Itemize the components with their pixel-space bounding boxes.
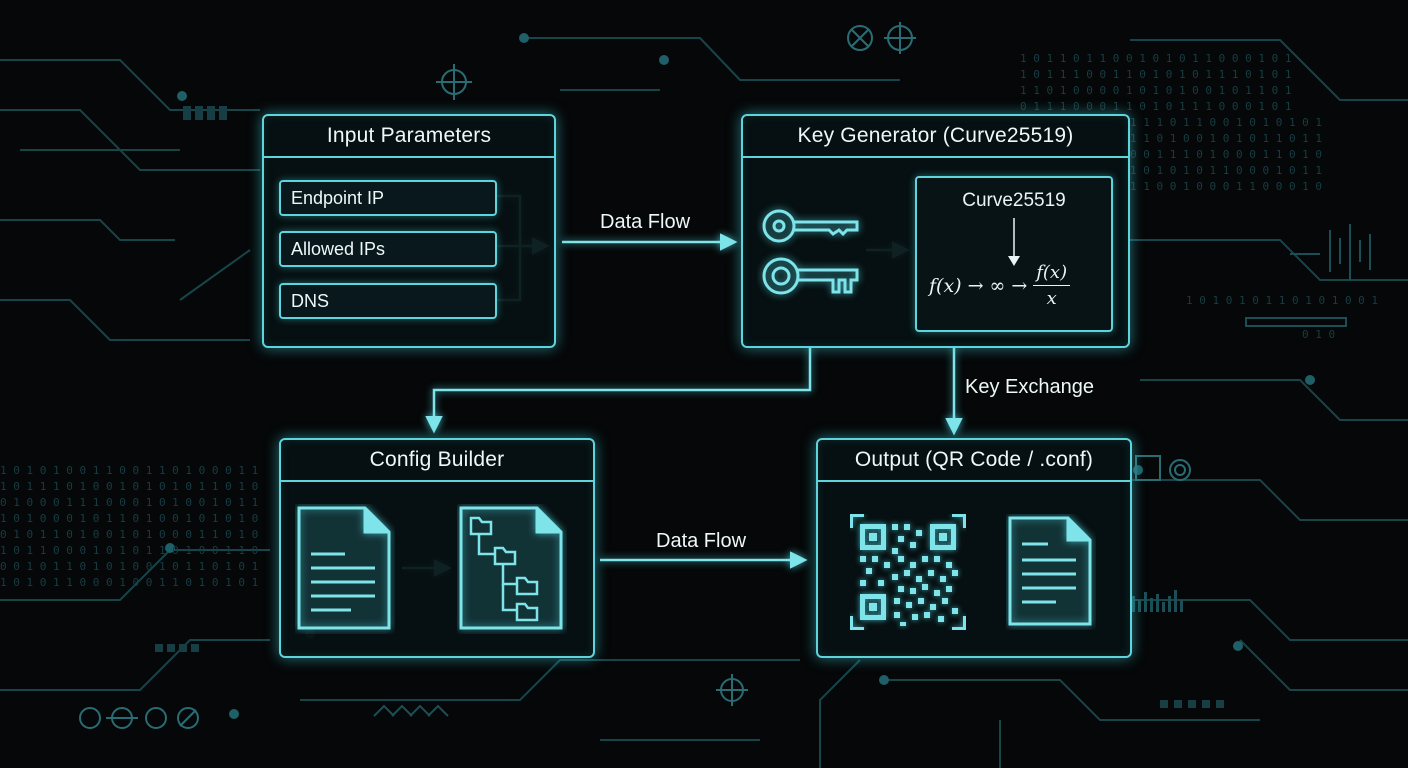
svg-text:1 0 1 0 1 0 1 1 0 1 0 1 0 0 1: 1 0 1 0 1 0 1 1 0 1 0 1 0 0 1 bbox=[1186, 294, 1378, 307]
formula-denominator: x bbox=[1046, 288, 1057, 309]
endpoint-ip-field[interactable]: Endpoint IP bbox=[279, 180, 497, 216]
key-generator-panel: Key Generator (Curve25519) Curve25519 f(… bbox=[741, 114, 1130, 348]
svg-text:1 0 1 0 1 1 0 0 0 1 0 0 1 1 0: 1 0 1 0 1 1 0 0 0 1 0 0 1 1 0 1 0 1 0 1 bbox=[0, 576, 258, 589]
svg-text:0 0 1 1 1 0 1 0 0 0 1 1 0 1 0: 0 0 1 1 1 0 1 0 0 0 1 1 0 1 0 bbox=[1130, 148, 1322, 161]
curve25519-box: Curve25519 f(x) → ∞ → f(x) x bbox=[915, 176, 1113, 332]
svg-text:1 1 0 1 0 0 0 0 1 0 1 0 1 0 0: 1 1 0 1 0 0 0 0 1 0 1 0 1 0 0 1 0 1 1 0 … bbox=[1020, 84, 1292, 97]
formula-numerator: f(x) bbox=[1033, 262, 1071, 286]
svg-text:1 1 1 0 1 1 0 0 1 0 1 0 1 0 1: 1 1 1 0 1 1 0 0 1 0 1 0 1 0 1 bbox=[1130, 116, 1322, 129]
edge-label-key-exchange: Key Exchange bbox=[965, 376, 1094, 398]
panel-title: Input Parameters bbox=[264, 116, 554, 158]
folder-tree-icon bbox=[459, 506, 563, 630]
svg-text:1 1 0 1 0 0 1 0 1 0 1 1 0 1 1: 1 1 0 1 0 0 1 0 1 0 1 1 0 1 1 bbox=[1130, 132, 1322, 145]
svg-text:1 0 1 1 1 0 1 0 0 1 0 1 0 1 0: 1 0 1 1 1 0 1 0 0 1 0 1 0 1 0 1 1 0 1 0 bbox=[0, 480, 258, 493]
panel-title: Output (QR Code / .conf) bbox=[818, 440, 1130, 482]
svg-text:1 0 1 1 0 0 0 1 0 1 0 1 1 0 1: 1 0 1 1 0 0 0 1 0 1 0 1 1 0 1 0 0 1 1 0 bbox=[0, 544, 258, 557]
svg-text:0 1 0 1 1 0 1 0 0 1 0 1 0 0 0: 0 1 0 1 1 0 1 0 0 1 0 1 0 0 0 1 1 0 1 0 bbox=[0, 528, 258, 541]
down-arrow-icon bbox=[1008, 218, 1020, 266]
svg-text:1 0 1 0 1 0 1 1 0 0 0 1 0 1 1: 1 0 1 0 1 0 1 1 0 0 0 1 0 1 1 bbox=[1130, 164, 1322, 177]
panel-title: Key Generator (Curve25519) bbox=[743, 116, 1128, 158]
edge-label-data-flow-1: Data Flow bbox=[600, 211, 691, 233]
config-builder-panel: Config Builder bbox=[279, 438, 595, 658]
svg-text:1 0 1 1 0 1 1 0 0 1 0 1 0 1 1: 1 0 1 1 0 1 1 0 0 1 0 1 0 1 1 0 0 0 1 0 … bbox=[1020, 52, 1292, 65]
edge-keygen-config bbox=[425, 346, 812, 434]
formula: f(x) → ∞ → f(x) x bbox=[929, 262, 1071, 309]
formula-infinity: ∞ bbox=[989, 274, 1006, 297]
svg-text:1 0 1 1 1 0 0 1 1 0 1 0 1 0 1: 1 0 1 1 1 0 0 1 1 0 1 0 1 0 1 1 1 0 1 0 … bbox=[1020, 68, 1292, 81]
svg-text:0 1 1 1 0 0 0 1 1 0 1 0 1 1 1: 0 1 1 1 0 0 0 1 1 0 1 0 1 1 1 0 0 0 1 0 … bbox=[1020, 100, 1292, 113]
svg-text:0 1 0 0 0 1 1 1 0 0 0 1 0 1 0: 0 1 0 0 0 1 1 1 0 0 0 1 0 1 0 0 1 0 1 1 bbox=[0, 496, 258, 509]
qr-code-icon bbox=[850, 514, 966, 630]
svg-text:0 1 0: 0 1 0 bbox=[1302, 328, 1335, 341]
panel-title: Config Builder bbox=[281, 440, 593, 482]
input-parameters-panel: Input Parameters Endpoint IP Allowed IPs… bbox=[262, 114, 556, 348]
formula-arrow-1: → bbox=[967, 274, 984, 297]
formula-arrow-2: → bbox=[1011, 274, 1028, 297]
curve-label: Curve25519 bbox=[962, 190, 1066, 211]
allowed-ips-field[interactable]: Allowed IPs bbox=[279, 231, 497, 267]
document-icon bbox=[297, 506, 391, 630]
edge-label-data-flow-2: Data Flow bbox=[656, 530, 747, 552]
key-icon bbox=[762, 209, 859, 295]
output-panel: Output (QR Code / .conf) bbox=[816, 438, 1132, 658]
formula-lhs: f(x) bbox=[929, 274, 962, 297]
svg-text:1 0 1 0 0 0 1 0 1 1 0 1 0 0 1: 1 0 1 0 0 0 1 0 1 1 0 1 0 0 1 0 1 0 1 0 bbox=[0, 512, 258, 525]
formula-fraction: f(x) x bbox=[1033, 262, 1071, 309]
svg-text:1 1 0 0 1 0 0 0 1 1 0 0 0 1 0: 1 1 0 0 1 0 0 0 1 1 0 0 0 1 0 bbox=[1130, 180, 1322, 193]
conf-file-icon bbox=[1008, 516, 1092, 626]
svg-text:1 0 1 0 1 0 0 1 1 0 0 1 1 0 1: 1 0 1 0 1 0 0 1 1 0 0 1 1 0 1 0 0 0 1 1 bbox=[0, 464, 258, 477]
dns-field[interactable]: DNS bbox=[279, 283, 497, 319]
svg-text:0 0 1 0 1 1 0 1 0 1 0 0 1 0 1: 0 0 1 0 1 1 0 1 0 1 0 0 1 0 1 1 0 1 0 1 bbox=[0, 560, 258, 573]
